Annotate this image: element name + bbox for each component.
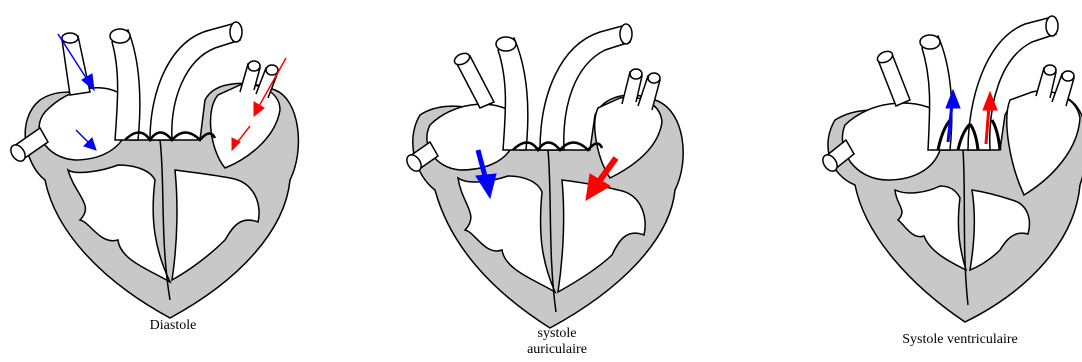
caption-line: auriculaire bbox=[502, 342, 612, 358]
pulmonary-vein-opening-2 bbox=[1062, 71, 1074, 81]
pulmonary-trunk-opening bbox=[110, 29, 130, 43]
heart-diagram-systole-ventriculaire bbox=[800, 0, 1082, 362]
panel-systole-ventriculaire: Systole ventriculaire bbox=[800, 0, 1082, 362]
superior-vena-cava-opening bbox=[62, 33, 78, 43]
heart-diagram-systole-auriculaire bbox=[390, 0, 730, 362]
aorta-opening bbox=[1046, 16, 1058, 36]
caption-systole-auriculaire: systole auriculaire bbox=[502, 326, 612, 358]
caption-diastole: Diastole bbox=[118, 318, 228, 334]
caption-systole-ventriculaire: Systole ventriculaire bbox=[860, 332, 1060, 348]
pulmonary-vein-opening-1 bbox=[1044, 65, 1056, 75]
aorta-opening bbox=[230, 22, 242, 42]
panel-systole-auriculaire: systole auriculaire bbox=[390, 0, 730, 362]
panel-diastole: Diastole bbox=[0, 0, 340, 362]
superior-vena-cava bbox=[62, 36, 90, 95]
pulmonary-vein-opening-2 bbox=[648, 73, 660, 83]
caption-line: Systole ventriculaire bbox=[860, 332, 1060, 348]
caption-line: Diastole bbox=[118, 318, 228, 334]
pulmonary-trunk-opening bbox=[920, 35, 940, 49]
pulmonary-vein-opening-1 bbox=[630, 69, 642, 79]
pulmonary-trunk-opening bbox=[496, 37, 516, 51]
heart-diagram-diastole bbox=[0, 0, 340, 362]
aorta-opening bbox=[620, 24, 632, 44]
right-atrium bbox=[842, 103, 940, 180]
caption-line: systole bbox=[502, 326, 612, 342]
pulmonary-trunk bbox=[112, 30, 140, 140]
pulmonary-vein-opening-1 bbox=[248, 61, 260, 71]
pulmonary-vein-opening-2 bbox=[266, 65, 278, 75]
